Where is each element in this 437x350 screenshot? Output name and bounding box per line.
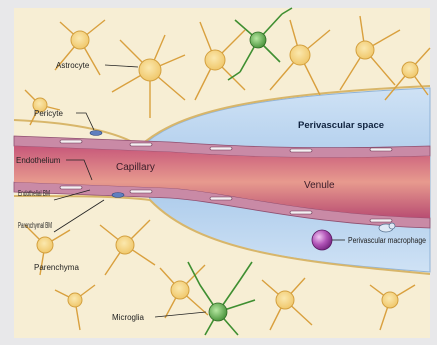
label-endothelial-bm-text: Endothelial BM (18, 189, 50, 198)
label-endothelium: Endothelium (16, 156, 61, 165)
label-parenchymal-bm: Parenchymal BM (18, 221, 52, 230)
label-capillary: Capillary (116, 162, 155, 173)
label-parenchyma: Parenchyma (34, 263, 79, 272)
label-parenchymal-bm-text: Parenchymal BM (18, 221, 52, 230)
label-microglia: Microglia (112, 313, 145, 322)
label-astrocyte: Astrocyte (56, 61, 90, 70)
label-perivascular-space: Perivascular space (298, 120, 384, 131)
label-perivascular-macrophage: Perivascular macrophage (348, 236, 426, 245)
macrophage-cell-icon (312, 230, 332, 250)
label-endothelial-bm: Endothelial BM (18, 189, 50, 198)
label-venule: Venule (304, 180, 335, 191)
microglia-cell-icon-lower (209, 303, 227, 321)
microglia-cell-icon (250, 32, 266, 48)
label-pericyte: Pericyte (34, 109, 63, 118)
